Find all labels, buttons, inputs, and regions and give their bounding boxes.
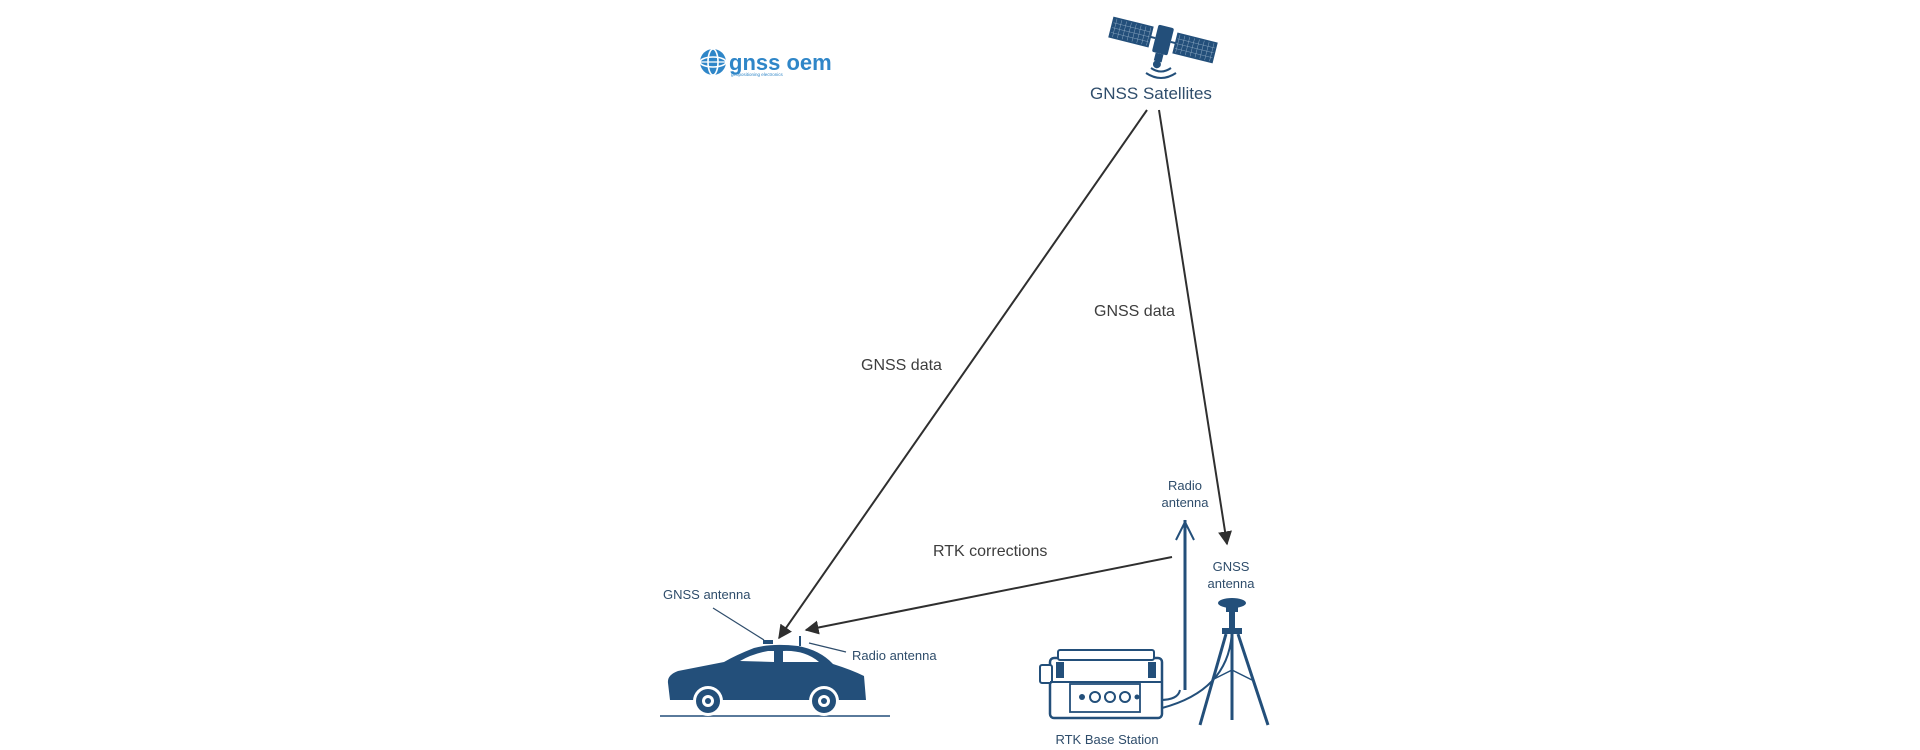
antenna-cable	[1161, 629, 1233, 709]
gnss-data-arrow-base	[1158, 109, 1232, 546]
base-station-case-icon	[1039, 649, 1164, 720]
satellite-icon	[1108, 16, 1218, 79]
logo-name: gnss oem	[729, 50, 832, 75]
gnss-data-arrow-rover	[778, 109, 1148, 640]
tripod-antenna-icon	[1198, 598, 1270, 726]
rover-radio-antenna-pointer	[808, 642, 847, 653]
car-icon	[667, 636, 866, 716]
gnss-data-label-right: GNSS data	[1094, 303, 1175, 320]
rover-gnss-antenna-pointer	[712, 607, 765, 641]
rtk-corrections-label: RTK corrections	[933, 543, 1047, 560]
satellites-label: GNSS Satellites	[1090, 84, 1212, 103]
rtk-corrections-arrow	[804, 556, 1173, 635]
gnss-data-label-left: GNSS data	[861, 357, 942, 374]
radio-antenna-mast-icon	[1159, 519, 1195, 701]
base-gnss-antenna-label-line2: antenna	[1208, 576, 1256, 591]
base-station-label: RTK Base Station	[1055, 732, 1158, 747]
base-gnss-antenna-label-line1: GNSS	[1213, 559, 1250, 574]
base-radio-antenna-label-line2: antenna	[1162, 495, 1210, 510]
logo-tagline: geopositioning electronics	[731, 72, 784, 77]
logo: gnss oem geopositioning electronics	[699, 48, 832, 77]
rover-radio-antenna-label: Radio antenna	[852, 648, 937, 663]
gnss-oem-globe-icon	[699, 48, 727, 76]
base-radio-antenna-label-line1: Radio	[1168, 478, 1202, 493]
rover-gnss-antenna-label: GNSS antenna	[663, 587, 751, 602]
